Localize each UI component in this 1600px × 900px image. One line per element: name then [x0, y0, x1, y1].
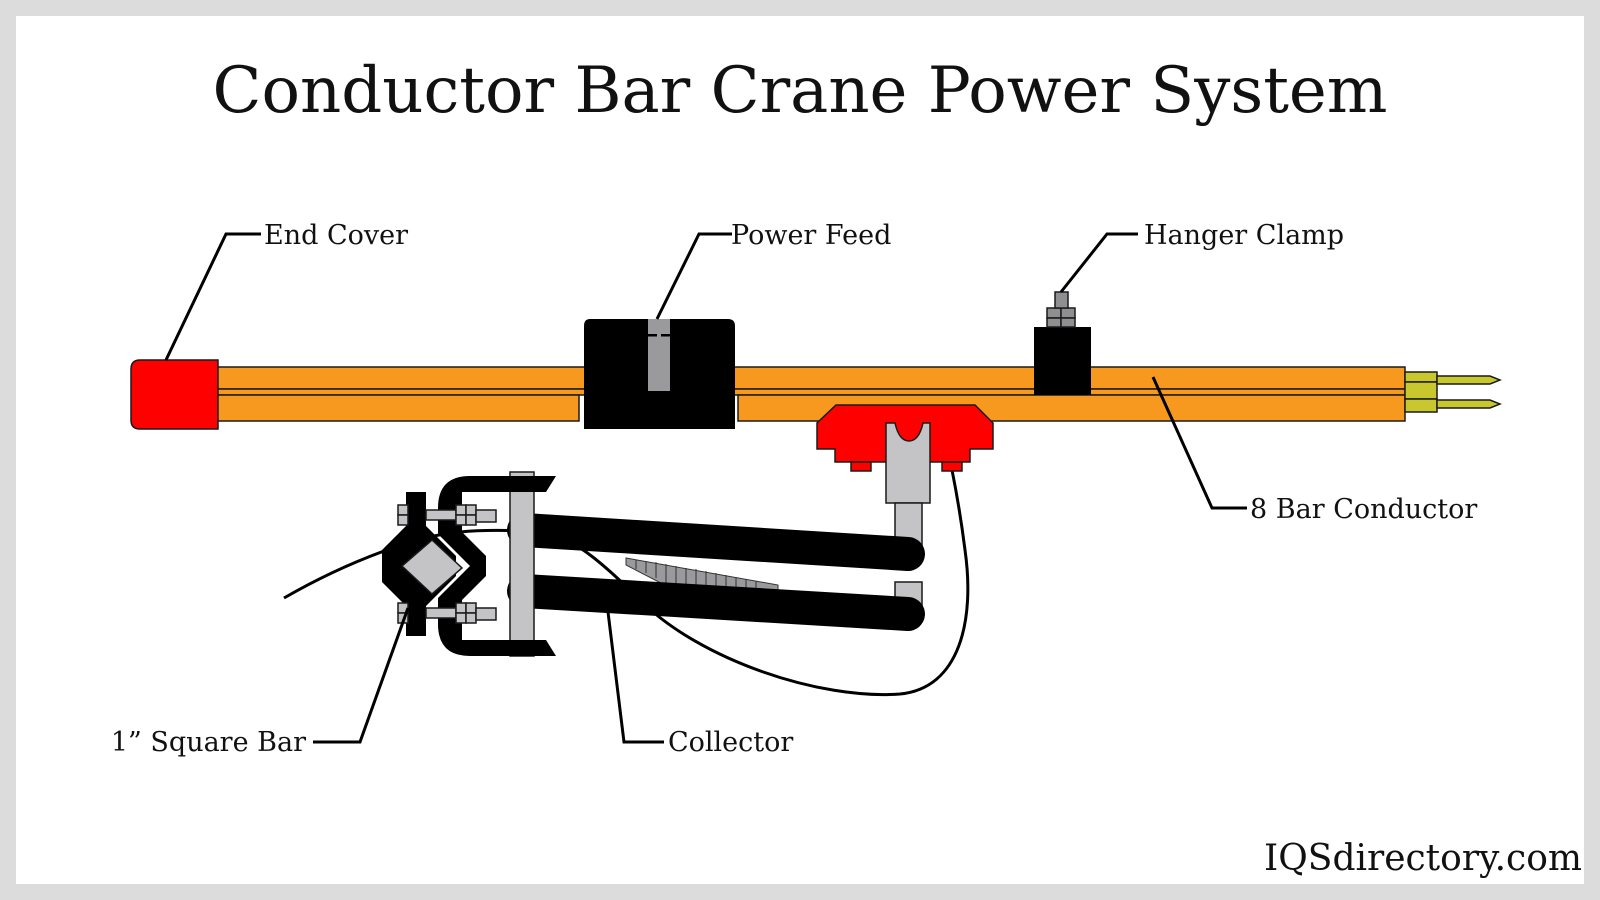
bolt-nut — [465, 602, 477, 614]
watermark-logo: IQSdirectory.com — [1264, 838, 1582, 879]
label-square-bar: 1” Square Bar — [111, 727, 306, 758]
hanger-clamp-bolt — [1054, 291, 1069, 309]
bolt-nut — [455, 514, 467, 526]
label-power-feed: Power Feed — [731, 220, 891, 251]
connector-pin-lower — [1436, 399, 1503, 409]
bolt-upper — [397, 504, 497, 526]
connector-block — [1404, 398, 1438, 413]
collector-mount-plate — [509, 471, 535, 657]
connector-block — [1404, 371, 1438, 383]
collector-shoe-foot — [941, 461, 963, 472]
bolt-shaft — [425, 607, 457, 619]
bolt-tip — [475, 509, 497, 523]
hanger-clamp — [1034, 291, 1091, 395]
conductor-rail-lower-left — [214, 394, 580, 422]
label-eight-bar-conductor: 8 Bar Conductor — [1250, 494, 1477, 525]
collector-shoe-foot — [850, 461, 872, 472]
connector-pin-upper — [1436, 375, 1503, 385]
leader-power-feed — [655, 232, 732, 320]
hanger-clamp-nut — [1046, 317, 1062, 328]
bolt-nut — [465, 504, 477, 516]
bolt-tip — [475, 607, 497, 621]
label-collector: Collector — [668, 727, 793, 758]
hanger-clamp-nut — [1060, 307, 1076, 319]
conductor-rail-upper — [214, 366, 1406, 390]
collector-post-head — [885, 422, 931, 504]
conductor-rail-middle — [214, 388, 1406, 396]
leader-eight-bar-conductor — [1151, 376, 1247, 510]
power-feed-terminal — [648, 319, 670, 391]
connector-pins — [1404, 371, 1503, 413]
leader-square-bar — [313, 607, 410, 744]
bolt-nut — [455, 602, 467, 614]
end-cover — [130, 359, 219, 430]
label-end-cover: End Cover — [264, 220, 408, 251]
collector-c-bracket — [438, 476, 556, 656]
hanger-clamp-body — [1034, 327, 1091, 395]
hanger-clamp-nut — [1046, 307, 1062, 319]
square-bar — [400, 538, 464, 596]
bolt-shaft — [425, 509, 457, 521]
leader-collector — [606, 611, 664, 744]
power-feed — [584, 319, 735, 429]
bolt-head — [397, 504, 409, 516]
bolt-nut — [455, 504, 467, 516]
connector-block — [1404, 381, 1438, 400]
power-feed-terminal-notch — [648, 334, 657, 337]
collector-assembly — [283, 404, 994, 697]
power-feed-terminal-notch — [661, 334, 670, 337]
eight-bar-conductor — [214, 366, 1406, 422]
hanger-clamp-nut — [1060, 317, 1076, 328]
diagram-canvas — [16, 16, 1584, 884]
bolt-nut — [455, 612, 467, 624]
bolt-nut — [465, 514, 477, 526]
collector-shoe — [816, 404, 994, 463]
bolt-nut — [465, 612, 477, 624]
leader-hanger-clamp — [1059, 232, 1138, 293]
collector-arm-lower — [507, 574, 925, 631]
diagram-title: Conductor Bar Crane Power System — [213, 54, 1388, 128]
leader-end-cover — [164, 232, 261, 361]
collector-arm-upper — [507, 513, 925, 571]
label-hanger-clamp: Hanger Clamp — [1144, 220, 1344, 251]
bolt-head — [397, 514, 409, 526]
